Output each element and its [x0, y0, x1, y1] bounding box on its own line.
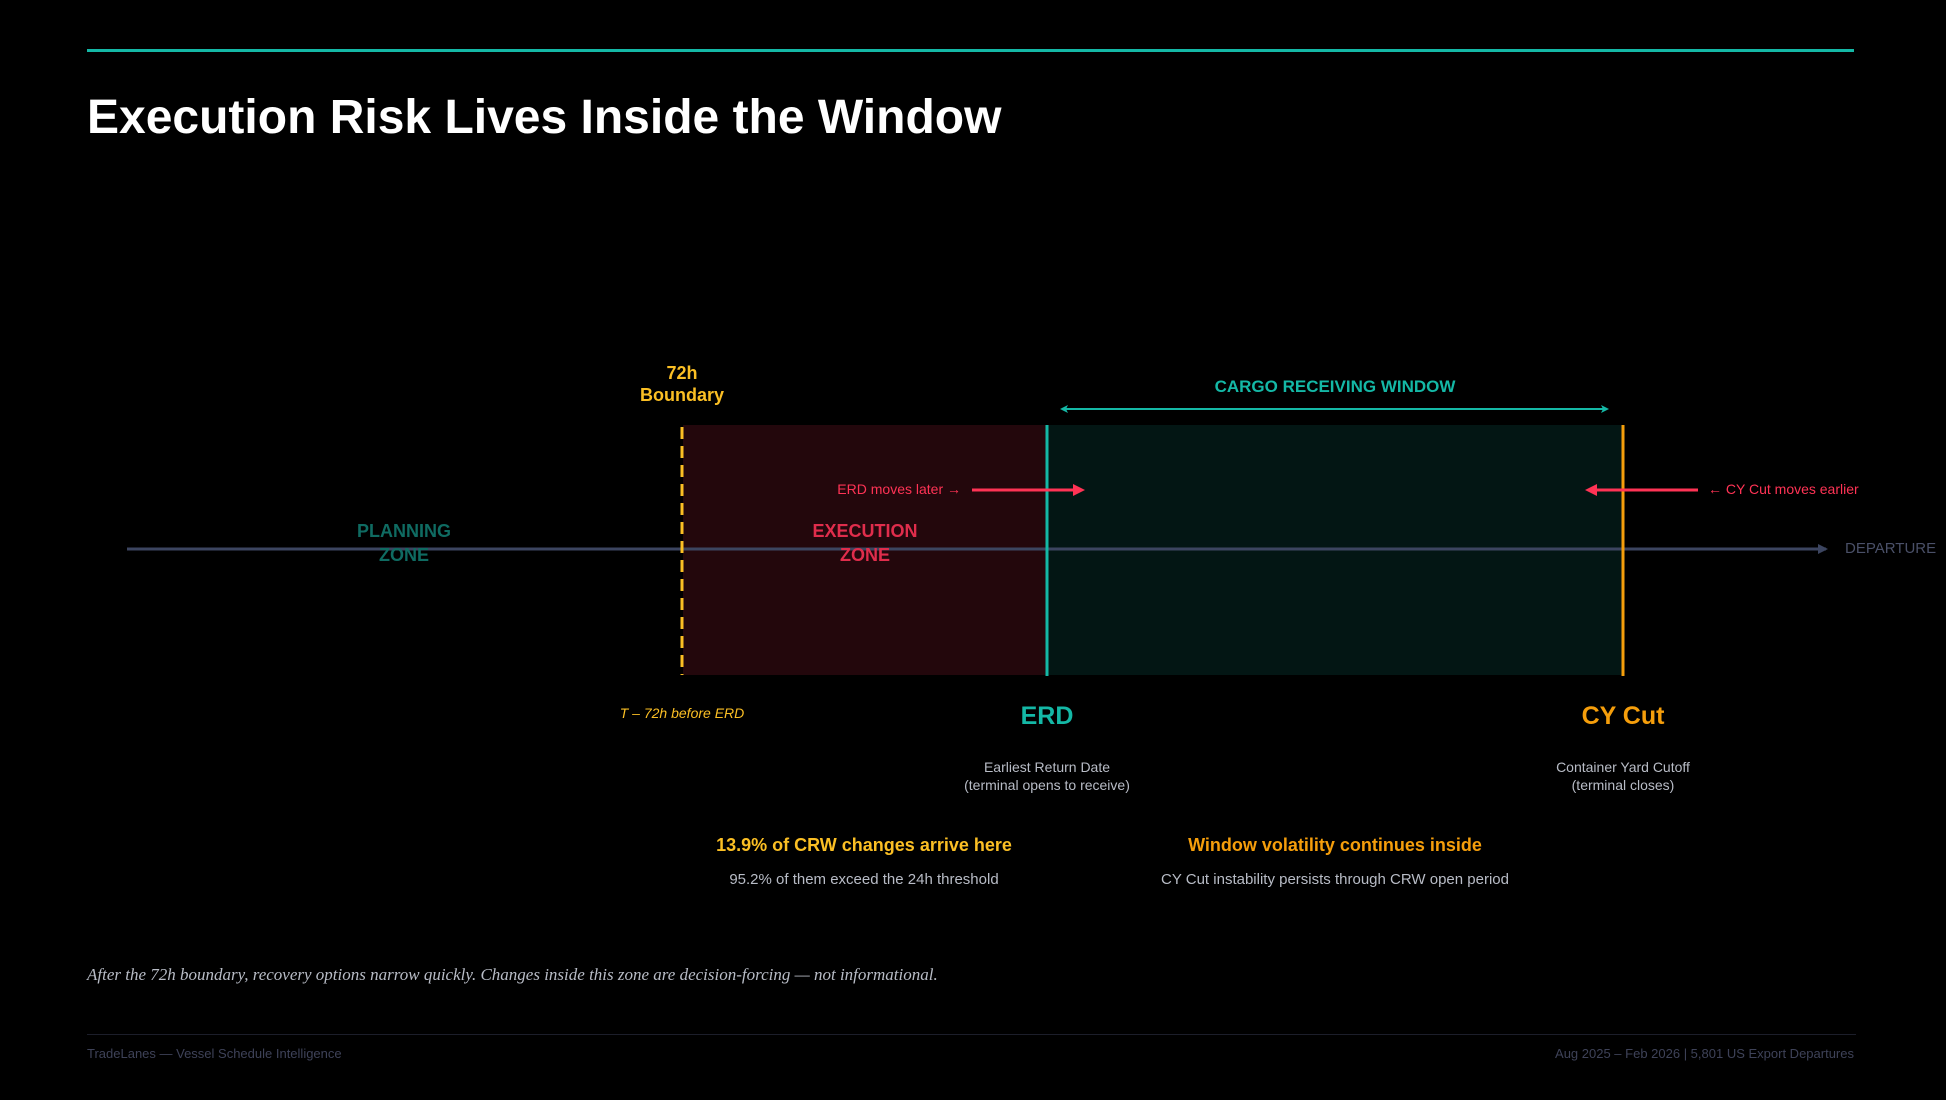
footer-brand: TradeLanes — Vessel Schedule Intelligenc…: [87, 1046, 342, 1061]
cy-cut-moves-earlier-label: ← CY Cut moves earlier: [1708, 481, 1859, 497]
footer-dataset-info: Aug 2025 – Feb 2026 | 5,801 US Export De…: [1555, 1046, 1854, 1061]
72h-boundary-caption: T – 72h before ERD: [619, 705, 745, 721]
stat-window-desc: CY Cut instability persists through CRW …: [1161, 871, 1509, 888]
erd-moves-later-label: ERD moves later →: [837, 481, 961, 497]
execution-zone-line2: ZONE: [839, 545, 891, 565]
boundary-label-line1: 72h: [666, 363, 698, 383]
erd-description: Earliest Return Date (terminal opens to …: [964, 758, 1130, 794]
boundary-label-line2: Boundary: [639, 385, 725, 405]
erd-title: ERD: [1020, 702, 1074, 730]
planning-zone-line2: ZONE: [378, 545, 429, 565]
execution-zone-line1: EXECUTION: [812, 521, 918, 541]
72h-boundary-label: 72h Boundary: [640, 362, 724, 406]
cargo-receiving-window-label: CARGO RECEIVING WINDOW: [1214, 377, 1456, 396]
stat-execution-desc: 95.2% of them exceed the 24h threshold: [729, 871, 999, 888]
departure-label: DEPARTURE: [1845, 540, 1937, 557]
footnote: After the 72h boundary, recovery options…: [87, 965, 938, 984]
planning-zone-label: PLANNING ZONE: [357, 519, 451, 567]
page-title: Execution Risk Lives Inside the Window: [87, 91, 1002, 144]
erd-desc-line2: (terminal opens to receive): [964, 777, 1130, 793]
footer-divider: [87, 1034, 1856, 1035]
execution-zone-label: EXECUTION ZONE: [812, 519, 917, 567]
cy-cut-title: CY Cut: [1581, 702, 1665, 730]
cy-cut-description: Container Yard Cutoff (terminal closes): [1556, 758, 1690, 794]
erd-desc-line1: Earliest Return Date: [983, 759, 1111, 775]
cy-cut-desc-line2: (terminal closes): [1571, 777, 1675, 793]
stat-execution-title: 13.9% of CRW changes arrive here: [716, 835, 1012, 855]
cy-cut-desc-line1: Container Yard Cutoff: [1556, 759, 1690, 775]
top-accent-rule: [87, 49, 1854, 52]
stat-window-title: Window volatility continues inside: [1188, 835, 1482, 855]
planning-zone-line1: PLANNING: [357, 521, 451, 541]
